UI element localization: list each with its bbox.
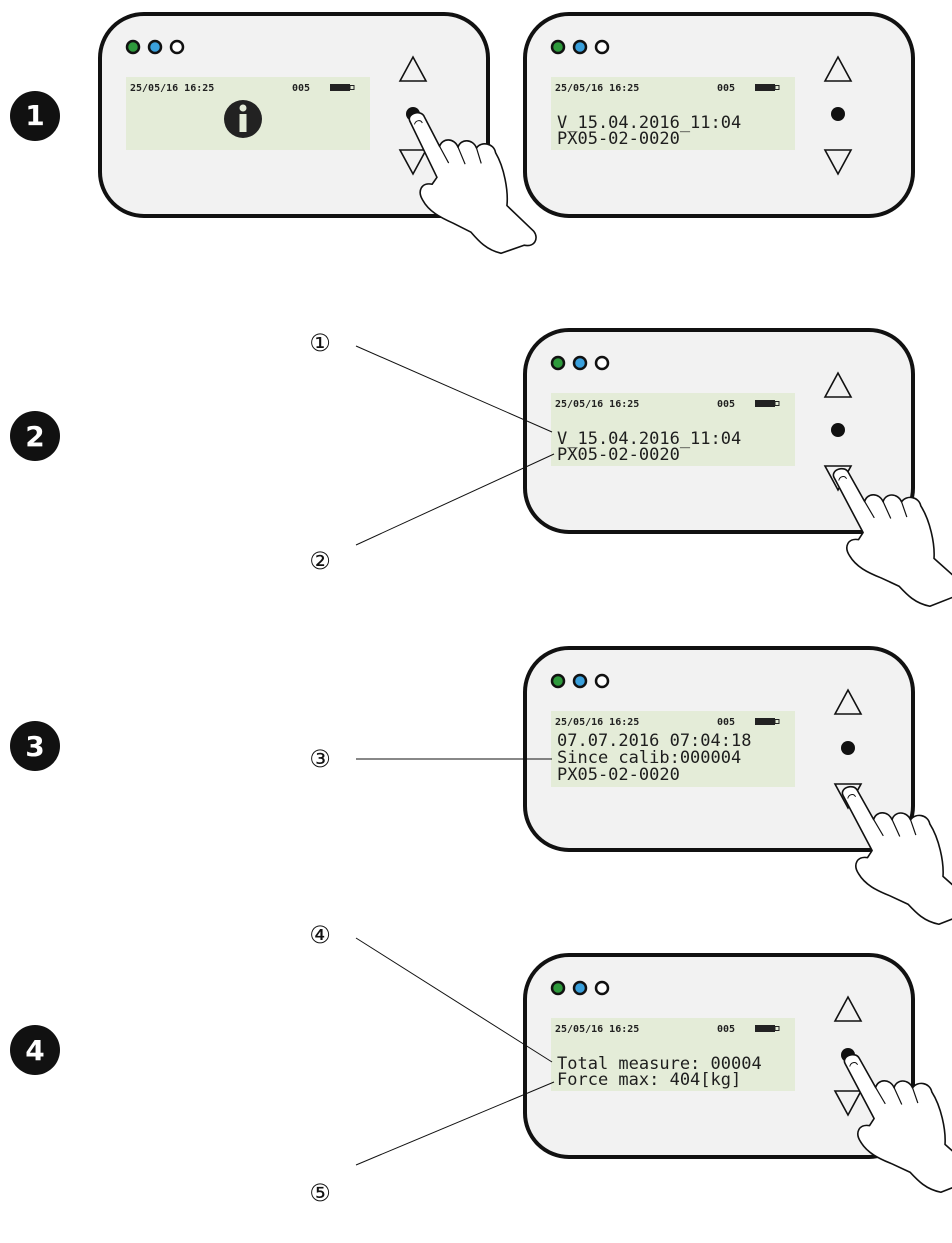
callout-5: ⑤	[309, 1081, 555, 1207]
callout-label: ③	[309, 745, 331, 773]
lcd-line-1: V_15.04.2016_11:04	[557, 113, 741, 133]
lcd-screen	[551, 393, 795, 466]
lcd-line-1: Total measure: 00004	[557, 1054, 762, 1074]
lcd-line-2: PX05-02-0020	[557, 445, 680, 465]
triangle-down-icon	[823, 149, 853, 176]
triangle-up-icon	[398, 55, 428, 82]
led-blue	[572, 673, 588, 689]
led-blue	[147, 39, 163, 55]
led-white	[169, 39, 185, 55]
battery-icon	[755, 718, 780, 725]
lcd-datetime: 25/05/16 16:25	[130, 83, 214, 94]
triangle-down-icon	[833, 1090, 863, 1117]
led-green	[125, 39, 141, 55]
callout-label: ④	[309, 921, 331, 949]
device-step3: 25/05/16 16:25 005 07.07.2016 07:04:18 S…	[523, 646, 952, 940]
device-step4: 25/05/16 16:25 005 Total measure: 00004 …	[523, 953, 952, 1208]
lcd-line-1: 07.07.2016 07:04:18	[557, 731, 751, 751]
lcd-screen	[551, 77, 795, 150]
lcd-line-3: PX05-02-0020	[557, 765, 680, 785]
device-step2: 25/05/16 16:25 005 V_15.04.2016_11:04 PX…	[523, 328, 952, 622]
step-badge-2: 2	[10, 411, 60, 461]
callout-2: ②	[309, 453, 555, 575]
callout-1: ①	[309, 329, 553, 433]
led-white	[594, 355, 610, 371]
lcd-line-1: V_15.04.2016_11:04	[557, 429, 741, 449]
led-green	[550, 355, 566, 371]
lcd-count: 005	[717, 399, 735, 410]
lcd-count: 005	[292, 83, 310, 94]
triangle-up-icon	[823, 371, 853, 398]
callout-label: ②	[309, 547, 331, 575]
lcd-count: 005	[717, 1024, 735, 1035]
step-number: 4	[25, 1034, 44, 1067]
led-blue	[572, 39, 588, 55]
step-badge-3: 3	[10, 721, 60, 771]
callout-4: ④	[309, 921, 553, 1063]
callout-label: ①	[309, 329, 331, 357]
dot-button-icon	[831, 107, 845, 121]
step-number: 2	[25, 420, 44, 453]
battery-icon	[755, 1025, 780, 1032]
led-green	[550, 673, 566, 689]
triangle-down-icon	[398, 149, 428, 176]
device-step1b: 25/05/16 16:25 005 V_15.04.2016_11:04 PX…	[523, 12, 915, 218]
battery-icon	[755, 84, 780, 91]
dot-button-icon	[831, 423, 845, 437]
info-icon	[224, 100, 262, 138]
lcd-count: 005	[717, 83, 735, 94]
lcd-line-2: Since calib:000004	[557, 748, 741, 768]
triangle-up-icon	[833, 688, 863, 715]
triangle-up-icon	[833, 995, 863, 1022]
led-white	[594, 980, 610, 996]
device-step1a: 25/05/16 16:25 005	[98, 12, 539, 267]
led-green	[550, 980, 566, 996]
lcd-count: 005	[717, 717, 735, 728]
lcd-screen	[551, 1018, 795, 1091]
lcd-datetime: 25/05/16 16:25	[555, 399, 639, 410]
battery-icon	[755, 400, 780, 407]
led-white	[594, 39, 610, 55]
led-blue	[572, 980, 588, 996]
lcd-datetime: 25/05/16 16:25	[555, 83, 639, 94]
lcd-line-2: PX05-02-0020	[557, 129, 680, 149]
step-number: 3	[25, 730, 44, 763]
lcd-datetime: 25/05/16 16:25	[555, 717, 639, 728]
battery-icon	[330, 84, 355, 91]
led-green	[550, 39, 566, 55]
step-badge-4: 4	[10, 1025, 60, 1075]
step-number: 1	[25, 99, 44, 132]
lcd-line-2: Force max: 404[kg]	[557, 1070, 741, 1090]
callout-3: ③	[309, 745, 552, 773]
dot-button-icon	[841, 741, 855, 755]
lcd-datetime: 25/05/16 16:25	[555, 1024, 639, 1035]
lcd-screen	[551, 711, 795, 787]
step-badge-1: 1	[10, 91, 60, 141]
callout-label: ⑤	[309, 1179, 331, 1207]
led-blue	[572, 355, 588, 371]
triangle-up-icon	[823, 55, 853, 82]
led-white	[594, 673, 610, 689]
